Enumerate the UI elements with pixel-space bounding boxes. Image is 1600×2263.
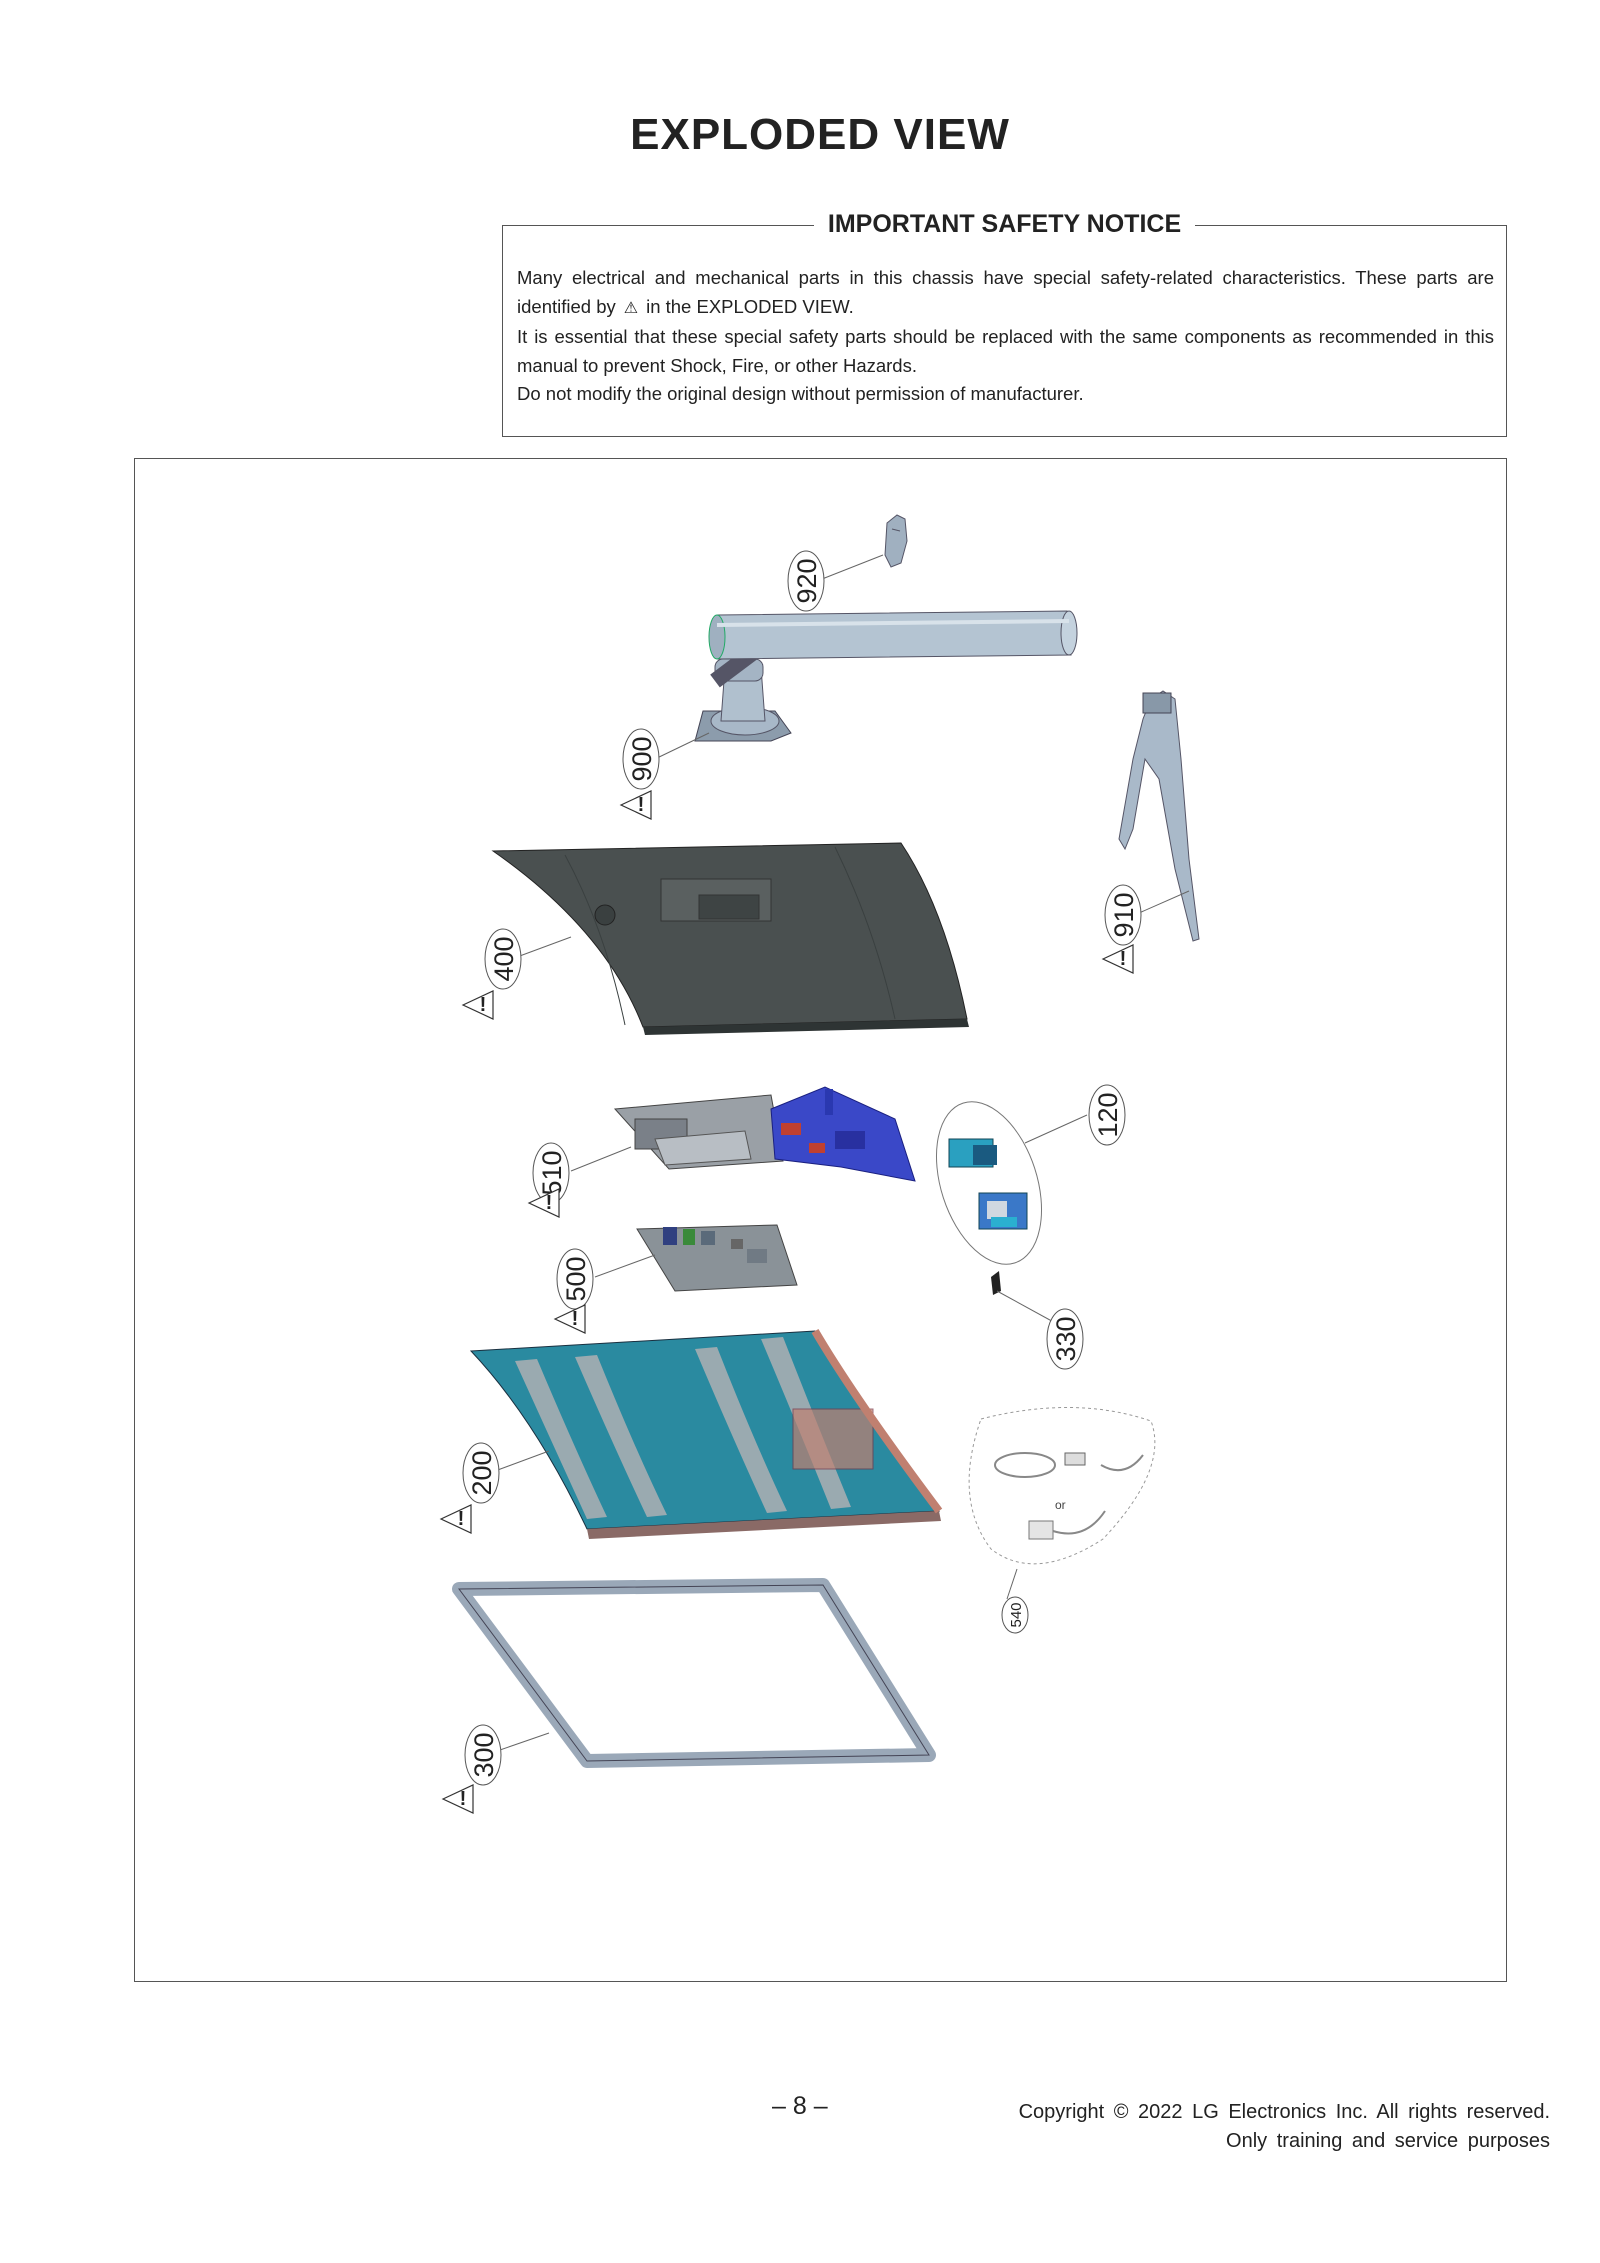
warning-icon-400: ! xyxy=(461,990,494,1020)
label-120: 120 xyxy=(1093,1092,1123,1137)
warning-icon-910: ! xyxy=(1101,944,1134,974)
callout-540: 540 xyxy=(1001,1596,1029,1634)
part-330-small-clip xyxy=(991,1271,1001,1295)
part-500-main-board xyxy=(636,1224,798,1292)
svg-text:!: ! xyxy=(480,994,487,1016)
notice-paragraph-2: It is essential that these special safet… xyxy=(517,326,1494,376)
svg-text:!: ! xyxy=(460,1788,467,1810)
label-910: 910 xyxy=(1109,892,1139,937)
warning-icon-300: ! xyxy=(441,1784,474,1814)
callout-300: 300 xyxy=(464,1724,502,1786)
part-910-stand-base xyxy=(1118,690,1200,942)
part-510-main-bracket xyxy=(613,1086,916,1182)
label-330: 330 xyxy=(1051,1316,1081,1361)
warning-icon-200: ! xyxy=(439,1504,472,1534)
callout-500: 500 xyxy=(556,1248,594,1310)
copyright-text: Copyright © 2022 LG Electronics Inc. All… xyxy=(1018,2101,1550,2123)
notice-text-1b: in the EXPLODED VIEW. xyxy=(646,295,854,317)
copyright-block: Copyright © 2022 LG Electronics Inc. All… xyxy=(1019,2098,1550,2156)
part-200-panel-module xyxy=(469,1328,943,1539)
callout-330: 330 xyxy=(1046,1308,1084,1370)
svg-text:!: ! xyxy=(1120,948,1127,970)
label-200: 200 xyxy=(467,1450,497,1495)
safety-notice-heading: IMPORTANT SAFETY NOTICE xyxy=(813,210,1196,238)
notice-text-1a: Many electrical and mechanical parts in … xyxy=(517,267,1494,317)
label-500: 500 xyxy=(561,1256,591,1301)
warning-triangle-icon: ⚠ xyxy=(623,299,639,317)
callout-910: 910 xyxy=(1104,884,1142,946)
warning-icon-500: ! xyxy=(553,1304,586,1334)
label-510: 510 xyxy=(537,1150,567,1195)
part-400-back-cover xyxy=(491,842,969,1035)
label-540: 540 xyxy=(1008,1602,1025,1627)
callout-920: 920 xyxy=(787,550,825,612)
callout-120: 120 xyxy=(1088,1084,1126,1146)
callout-900: 900 xyxy=(622,728,660,790)
label-or: or xyxy=(1055,1498,1066,1512)
usage-text: Only training and service purposes xyxy=(1226,2130,1550,2152)
callout-200: 200 xyxy=(462,1442,500,1504)
part-120-control-modules xyxy=(935,1101,1043,1265)
part-900-stand-arm xyxy=(694,610,1078,742)
safety-notice-heading-wrap: IMPORTANT SAFETY NOTICE xyxy=(503,210,1506,239)
warning-icon-900: ! xyxy=(619,790,652,820)
label-300: 300 xyxy=(469,1732,499,1777)
svg-text:!: ! xyxy=(458,1508,465,1530)
part-920-hinge-cap xyxy=(884,514,908,568)
svg-text:!: ! xyxy=(546,1192,553,1214)
label-920: 920 xyxy=(792,558,822,603)
exploded-view-diagram: 920 900 ! 910 ! xyxy=(134,458,1507,1982)
page-number: – 8 – xyxy=(772,2092,828,2120)
safety-notice-body: Many electrical and mechanical parts in … xyxy=(517,264,1494,409)
part-540-power-adapter: or xyxy=(968,1407,1156,1565)
label-400: 400 xyxy=(489,936,519,981)
page-title: EXPLODED VIEW xyxy=(630,110,1010,159)
label-900: 900 xyxy=(627,736,657,781)
part-300-front-frame xyxy=(452,1578,936,1768)
svg-text:!: ! xyxy=(638,794,645,816)
callout-510: 510 xyxy=(532,1142,570,1204)
safety-notice-box: IMPORTANT SAFETY NOTICE Many electrical … xyxy=(502,210,1507,437)
notice-paragraph-3: Do not modify the original design withou… xyxy=(517,383,1084,404)
svg-text:!: ! xyxy=(572,1308,579,1330)
notice-paragraph-1: Many electrical and mechanical parts in … xyxy=(517,264,1494,323)
callout-400: 400 xyxy=(484,928,522,990)
warning-icon-510: ! xyxy=(527,1188,560,1218)
